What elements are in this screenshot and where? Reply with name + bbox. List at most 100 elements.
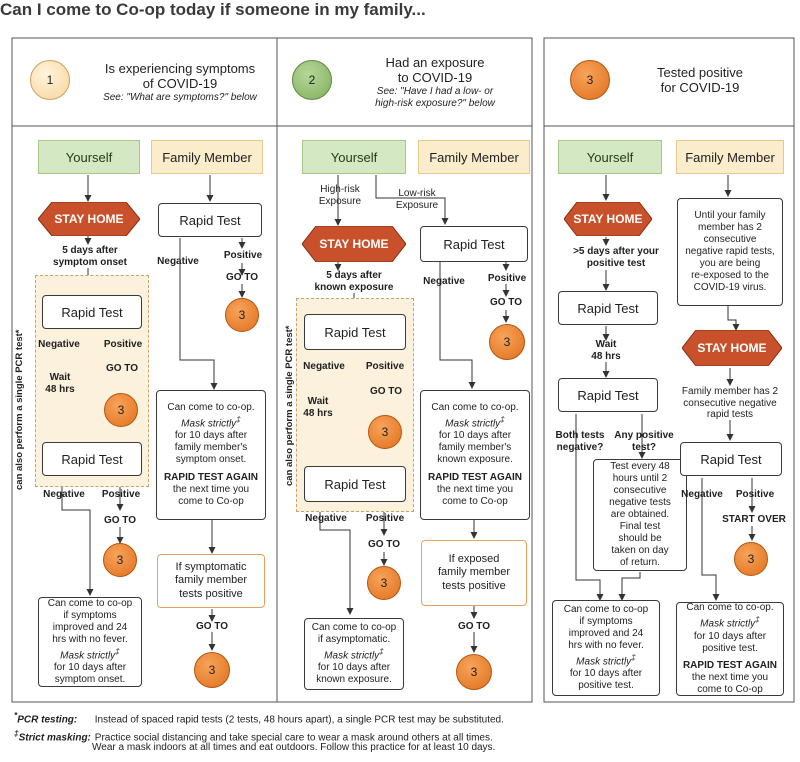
col1-fam-info-4: the next time you come to Co-op [172, 484, 250, 508]
col1-fam-info-1: Can come to co-op. [167, 401, 255, 413]
footnote-mask-label: Strict masking: [18, 732, 91, 744]
col2-header: Had an exposure to COVID-19 [385, 55, 485, 85]
col1-fam-goto-2: GO TO [195, 621, 229, 632]
step-number: 3 [747, 552, 755, 566]
step-number: 3 [208, 663, 216, 677]
col2-final-1: Can come to co-op if asymptomatic. [311, 621, 397, 645]
step-number: 2 [308, 73, 316, 87]
col2-fam-goto-2: GO TO [457, 621, 491, 632]
col1-final-2: Mask strictly‡ [60, 645, 120, 662]
col2-fam-goto-3-circle: 3 [489, 324, 525, 360]
col3-stop-sign [564, 202, 652, 236]
col3-any-pos: Any positive test? [614, 430, 674, 453]
col3-family: Family Member [676, 140, 784, 174]
col1-negative-2: Negative [43, 489, 85, 500]
col2-after: 5 days after known exposure [314, 270, 394, 293]
col1-family: Family Member [151, 140, 263, 174]
col3-both-neg: Both tests negative? [555, 430, 605, 453]
footnote-pcr-text: Instead of spaced rapid tests (2 tests, … [94, 714, 504, 726]
col3-fam-stay-home: STAY HOME [697, 341, 767, 355]
col3-positive: Positive [735, 489, 775, 500]
col2-fam-info-2: Mask strictly‡ [445, 413, 505, 430]
col1-fam-goto: GO TO [225, 272, 259, 283]
col2-fam-info-1: Can come to co-op. [431, 401, 519, 413]
col3-fam-stop-sign [682, 330, 782, 366]
col2-positive-2: Positive [365, 513, 405, 524]
mask-strictly-text: Mask strictly [181, 418, 237, 430]
step-number: 1 [46, 73, 54, 87]
col3-rapid-test-2: Rapid Test [558, 378, 658, 412]
col1-final-3: for 10 days after symptom onset. [53, 662, 127, 686]
col3-stay-home: STAY HOME [573, 212, 643, 226]
col2-rapid-low: Rapid Test [420, 226, 528, 262]
col3-fam-two: Family member has 2 consecutive negative… [681, 386, 779, 420]
col1-rapid-test-1: Rapid Test [42, 295, 142, 329]
col2-fam-info-3: for 10 days after family member's known … [437, 430, 513, 466]
mask-strictly-text: Mask strictly [700, 618, 756, 630]
col1-goto-3-circle-a: 3 [104, 393, 138, 427]
step-number: 3 [238, 308, 246, 322]
col3-yourself: Yourself [558, 140, 662, 174]
col3-final-card: Can come to co-op if symptoms improved a… [552, 600, 660, 696]
col3-fam-goto-3-circle: 3 [734, 542, 768, 576]
footnote-mask: ‡Strict masking: Practice social distanc… [14, 728, 493, 744]
col2-low-risk: Low-risk Exposure [395, 188, 439, 211]
col2-fam-info-4: the next time you come to Co-op [436, 484, 514, 508]
page-title: Can I come to Co-op today if someone in … [0, 0, 426, 19]
col1-goto-1: GO TO [105, 363, 139, 374]
col3-header: Tested positive for COVID-19 [657, 65, 743, 95]
col2-pcr-label: can also perform a single PCR test* [284, 325, 295, 487]
col1-fam-info-card: Can come to co-op. Mask strictly‡ for 10… [156, 390, 266, 520]
col1-fam-positive: Positive [223, 250, 263, 261]
col1-fam-goto-3-circle-b: 3 [194, 652, 230, 688]
col2-goto-3-circle-a: 3 [368, 415, 402, 449]
col3-fam-info-bold: RAPID TEST AGAIN [682, 659, 778, 671]
step-number: 3 [380, 576, 388, 590]
col1-see: See: "What are symptoms?" below [103, 92, 257, 103]
col2-wait: Wait 48 hrs [303, 396, 333, 419]
col2-fam-info-bold: RAPID TEST AGAIN [427, 472, 523, 484]
step-number: 3 [503, 335, 511, 349]
col2-see: See: "Have I had a low- or high-risk exp… [375, 86, 495, 109]
col1-fam-info-bold: RAPID TEST AGAIN [163, 472, 259, 484]
footnote-pcr-label: PCR testing: [17, 714, 78, 726]
col1-stay-home: STAY HOME [54, 212, 124, 226]
step-number: 3 [117, 403, 125, 417]
col1-yourself: Yourself [38, 140, 140, 174]
mask-strictly-text: Mask strictly [576, 656, 632, 668]
mask-strictly-text: Mask strictly [324, 650, 380, 662]
col3-fam-info-4: the next time you come to Co-op [691, 671, 769, 695]
col2-positive-1: Positive [365, 361, 405, 372]
col2-negative-1: Negative [303, 361, 345, 372]
col3-wait: Wait 48 hrs [591, 339, 621, 362]
col2-goto-3-circle-b: 3 [367, 566, 401, 600]
col2-rapid-test-1: Rapid Test [304, 314, 406, 350]
col2-fam-info-card: Can come to co-op. Mask strictly‡ for 10… [420, 390, 530, 520]
footnote-pcr: *PCR testing: Instead of spaced rapid te… [14, 710, 504, 726]
footnote-mask-text-1: Practice social distancing and take spec… [94, 732, 493, 744]
col1-goto-3-circle-b: 3 [103, 543, 137, 577]
col3-fam-info-1: Can come to co-op. [686, 602, 774, 614]
col3-fam-info-2: Mask strictly‡ [700, 614, 760, 630]
col2-high-risk: High-risk Exposure [318, 184, 362, 207]
col1-final-card: Can come to co-op if symptoms improved a… [38, 597, 142, 687]
col1-positive-2: Positive [101, 489, 141, 500]
col3-final-2: Mask strictly‡ [576, 651, 636, 668]
col1-wait: Wait 48 hrs [45, 372, 75, 395]
step-3-circle: 3 [570, 60, 610, 100]
col1-pcr-label: can also perform a single PCR test* [14, 329, 25, 491]
col2-fam-if: If exposed family member tests positive [421, 540, 527, 606]
col3-rapid-test-1: Rapid Test [558, 291, 658, 325]
col3-negative: Negative [681, 489, 723, 500]
col3-start-over: START OVER [722, 514, 786, 525]
col3-every48: Test every 48 hours until 2 consecutive … [593, 459, 687, 571]
col1-header: Is experiencing symptoms of COVID-19 [104, 61, 256, 91]
col1-fam-goto-3-circle: 3 [225, 298, 259, 332]
col1-after: 5 days after symptom onset [53, 245, 127, 268]
mask-strictly-text: Mask strictly [445, 418, 501, 430]
col2-goto-2: GO TO [367, 539, 401, 550]
col3-final-1: Can come to co-op if symptoms improved a… [563, 603, 649, 651]
col2-final-2: Mask strictly‡ [324, 645, 384, 662]
col3-fam-rapid: Rapid Test [680, 442, 782, 476]
col1-fam-rapid: Rapid Test [158, 203, 262, 237]
